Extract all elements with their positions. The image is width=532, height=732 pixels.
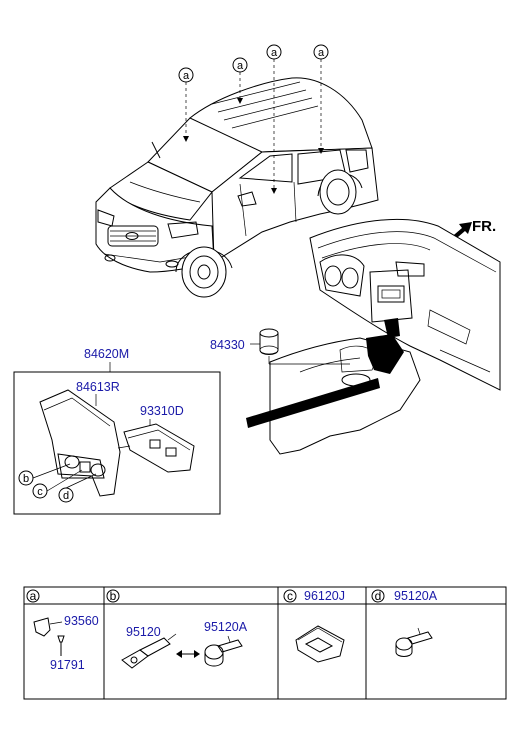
callout-a-marker: a <box>266 44 282 194</box>
part-number-93310D: 93310D <box>140 404 184 418</box>
callout-a-marker: a <box>232 57 248 104</box>
callout-a-label: a <box>237 60 244 72</box>
callout-d-marker: d <box>58 473 97 503</box>
callout-a-marker: a <box>178 67 194 142</box>
vehicle-illustration <box>95 77 379 298</box>
parts-column-d: d 95120A <box>371 589 438 657</box>
part-number-95120: 95120 <box>126 625 161 639</box>
callout-c-marker: c <box>32 469 83 499</box>
callout-c-label: c <box>37 486 43 498</box>
column-a-letter: a <box>30 589 37 603</box>
part-number-84620M: 84620M <box>84 347 129 361</box>
part-number-95120A: 95120A <box>204 620 248 634</box>
part-number-93560: 93560 <box>64 614 99 628</box>
callout-a-label: a <box>271 47 278 59</box>
screw-91791-shape <box>57 635 65 643</box>
part-number-84613R: 84613R <box>76 380 120 394</box>
callout-b-marker: b <box>18 463 71 486</box>
part-number-96120J: 96120J <box>304 589 345 603</box>
parts-table: a 93560 91791 b 95120 95120A <box>23 586 507 700</box>
column-d-letter: d <box>375 589 382 603</box>
interchange-arrow-icon <box>176 650 200 658</box>
console-assembly-84620M: 84620M 84613R 93310D b c <box>13 347 221 515</box>
column-c-letter: c <box>287 589 293 603</box>
callout-a-label: a <box>183 70 190 82</box>
front-direction-label: FR. <box>472 218 496 235</box>
dashboard-illustration <box>246 218 501 455</box>
parts-column-c: c 96120J <box>283 589 345 663</box>
part-number-91791: 91791 <box>50 658 85 672</box>
parts-column-b: b 95120 95120A <box>106 589 248 669</box>
part-number-95120A-d: 95120A <box>394 589 438 603</box>
parts-column-a: a 93560 91791 <box>26 589 99 672</box>
callout-a-marker: a <box>313 44 329 154</box>
callout-d-label: d <box>63 490 69 502</box>
part-number-84330: 84330 <box>210 338 245 352</box>
callout-a-markers: a a a a <box>178 44 329 194</box>
assembly-frame <box>13 371 221 515</box>
clip-93560-shape <box>33 617 51 637</box>
callout-b-label: b <box>23 473 29 485</box>
plug-84330: 84330 <box>210 328 350 365</box>
callout-a-label: a <box>318 47 325 59</box>
column-b-letter: b <box>110 589 117 603</box>
usb-jack-96120J-shape <box>295 625 345 663</box>
